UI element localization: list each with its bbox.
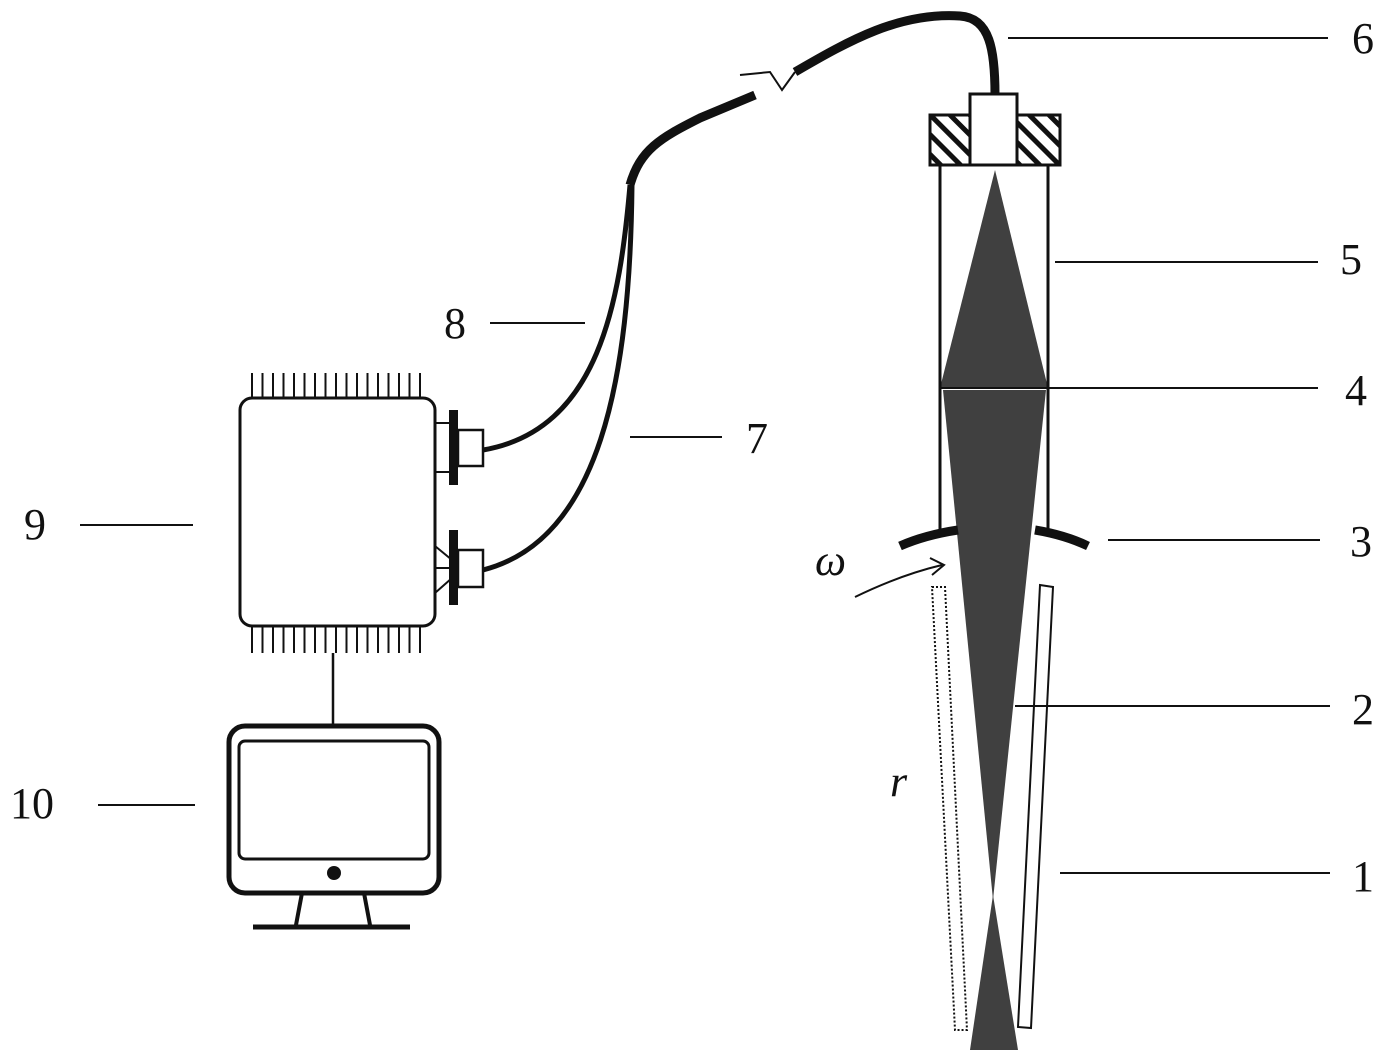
curved-window xyxy=(898,525,1090,551)
port-lower xyxy=(449,530,458,605)
sample-plate-rotated xyxy=(930,586,969,1031)
optical-fiber-cable xyxy=(482,11,1000,573)
rotation-arrow xyxy=(854,557,946,598)
label-2: 2 xyxy=(1352,685,1374,734)
light-beam-diverging xyxy=(970,895,1018,1050)
radius-symbol: r xyxy=(890,757,908,806)
label-9: 9 xyxy=(24,500,46,549)
label-4: 4 xyxy=(1345,366,1367,415)
label-5: 5 xyxy=(1340,235,1362,284)
label-8: 8 xyxy=(444,299,466,348)
label-1: 1 xyxy=(1352,852,1374,901)
light-beam xyxy=(940,170,1048,388)
lens-tube xyxy=(938,165,1050,532)
probe-holder xyxy=(928,92,1062,167)
label-7: 7 xyxy=(746,414,768,463)
computer-monitor xyxy=(226,723,442,930)
fiber-connector xyxy=(968,92,1019,167)
port-upper xyxy=(449,410,458,485)
light-beam-focused xyxy=(943,390,1046,900)
label-3: 3 xyxy=(1350,517,1372,566)
label-6: 6 xyxy=(1352,14,1374,63)
omega-symbol: ω xyxy=(815,536,846,585)
spectrometer-unit: (function(){ const g=document.currentScr… xyxy=(238,373,485,653)
label-10: 10 xyxy=(10,779,54,828)
sample-plate xyxy=(1016,583,1055,1030)
